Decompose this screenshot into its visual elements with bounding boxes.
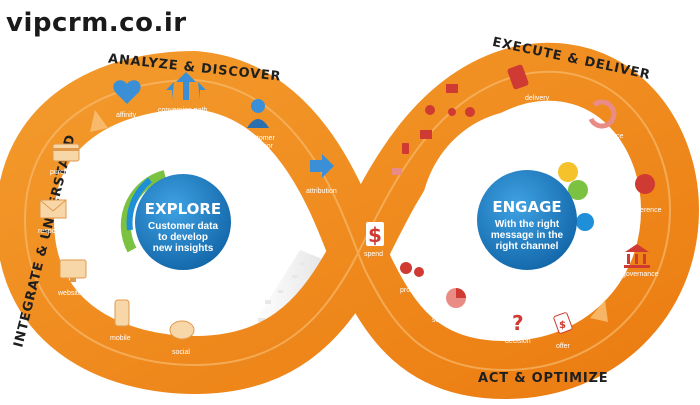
- speech-bubble-icon: [169, 320, 195, 340]
- channel-icon-stream: [392, 84, 475, 175]
- mailbox-icon: [392, 168, 402, 175]
- heart-icon: [113, 80, 141, 104]
- credit-card-icon: [52, 143, 80, 162]
- explore-line-3: new insights: [153, 243, 214, 254]
- node-delivery: delivery: [507, 64, 550, 102]
- envelope-icon: [446, 84, 458, 93]
- label-social: social: [172, 349, 190, 356]
- title-act-optimize: ACT & OPTIMIZE: [478, 371, 608, 386]
- merge-arrows-icon: [310, 154, 334, 178]
- explore-circle: [135, 174, 231, 270]
- phone-icon: [402, 143, 409, 154]
- phone-icon: [114, 299, 130, 327]
- label-response: response: [38, 228, 67, 235]
- site-watermark: vipcrm.co.ir: [6, 8, 187, 38]
- label-customer-behavior-2: behavior: [246, 143, 274, 150]
- node-offer: $ offer: [553, 312, 573, 350]
- engage-title: ENGAGE: [492, 198, 561, 216]
- label-website: website: [57, 290, 82, 297]
- node-customer-behavior: customer behavior: [246, 99, 275, 150]
- cycle-arrow-blue: [126, 177, 152, 231]
- label-affinity: affinity: [116, 112, 137, 119]
- mobile-icon: [448, 108, 456, 116]
- engage-hub: ENGAGE With the right message in the rig…: [477, 162, 594, 270]
- branch-arrows-icon: [166, 72, 206, 100]
- label-spend: spend: [364, 251, 383, 258]
- node-social: social: [169, 320, 195, 356]
- person-body-icon: [247, 119, 269, 128]
- engage-line-3: right channel: [496, 241, 559, 252]
- label-decision: decision: [505, 338, 531, 345]
- label-process: process: [400, 287, 425, 294]
- dollar-icon: $: [368, 223, 382, 247]
- label-attribution: attribution: [306, 188, 337, 195]
- node-spend: $ spend: [364, 222, 384, 258]
- monitor-icon: [420, 130, 432, 139]
- engage-line-1: With the right: [495, 219, 560, 230]
- node-preference: preference: [628, 174, 662, 214]
- svg-text:$: $: [559, 320, 566, 331]
- thumbs-up-icon: [635, 174, 655, 194]
- explore-hub: EXPLORE Customer data to develop new ins…: [120, 170, 231, 270]
- label-customer-behavior-1: customer: [246, 135, 275, 142]
- engage-dot-blue: [576, 213, 594, 231]
- engage-circle: [477, 170, 577, 270]
- label-conversion-path: conversion path: [158, 107, 208, 114]
- gears-icon: [400, 262, 412, 274]
- node-segmentation: segmentation: [432, 288, 474, 324]
- explore-line-2: to develop: [158, 232, 208, 243]
- chat-icon: [465, 107, 475, 117]
- node-process: process: [400, 262, 425, 294]
- node-website: website: [57, 259, 87, 297]
- question-mark-icon: ?: [512, 311, 524, 335]
- band-arrow-right: [590, 300, 608, 322]
- explore-line-1: Customer data: [148, 221, 218, 232]
- node-purchase: purchase: [50, 143, 80, 176]
- node-response: response: [38, 199, 67, 235]
- node-conversion-path: conversion path: [158, 72, 208, 114]
- label-segmentation: segmentation: [432, 317, 474, 324]
- label-mobile: mobile: [110, 335, 131, 342]
- monitor-icon: [59, 259, 87, 279]
- engage-dot-green: [568, 180, 588, 200]
- bank-building-icon: [624, 244, 650, 268]
- label-offer: offer: [556, 343, 571, 350]
- explore-title: EXPLORE: [145, 200, 221, 218]
- engage-line-2: message in the: [491, 230, 564, 241]
- label-delivery: delivery: [525, 95, 550, 102]
- label-preference: preference: [628, 207, 662, 214]
- person-head-icon: [251, 99, 265, 113]
- node-mobile: mobile: [110, 299, 131, 342]
- refresh-arrows-icon: [588, 99, 617, 129]
- node-governance: governance: [622, 244, 659, 278]
- label-purchase: purchase: [50, 169, 79, 176]
- price-tag-icon: [553, 312, 573, 334]
- label-governance: governance: [622, 271, 659, 278]
- package-icon: [507, 64, 529, 90]
- person-icon: [425, 105, 435, 115]
- envelope-icon: [39, 199, 67, 219]
- engage-dot-yellow: [558, 162, 578, 182]
- node-affinity: affinity: [113, 80, 141, 119]
- node-attribution: attribution: [306, 154, 337, 195]
- label-compliance: compliance: [588, 133, 624, 140]
- node-decision: ? decision: [505, 311, 531, 345]
- band-arrow-left: [90, 110, 108, 132]
- node-compliance: compliance: [588, 99, 624, 140]
